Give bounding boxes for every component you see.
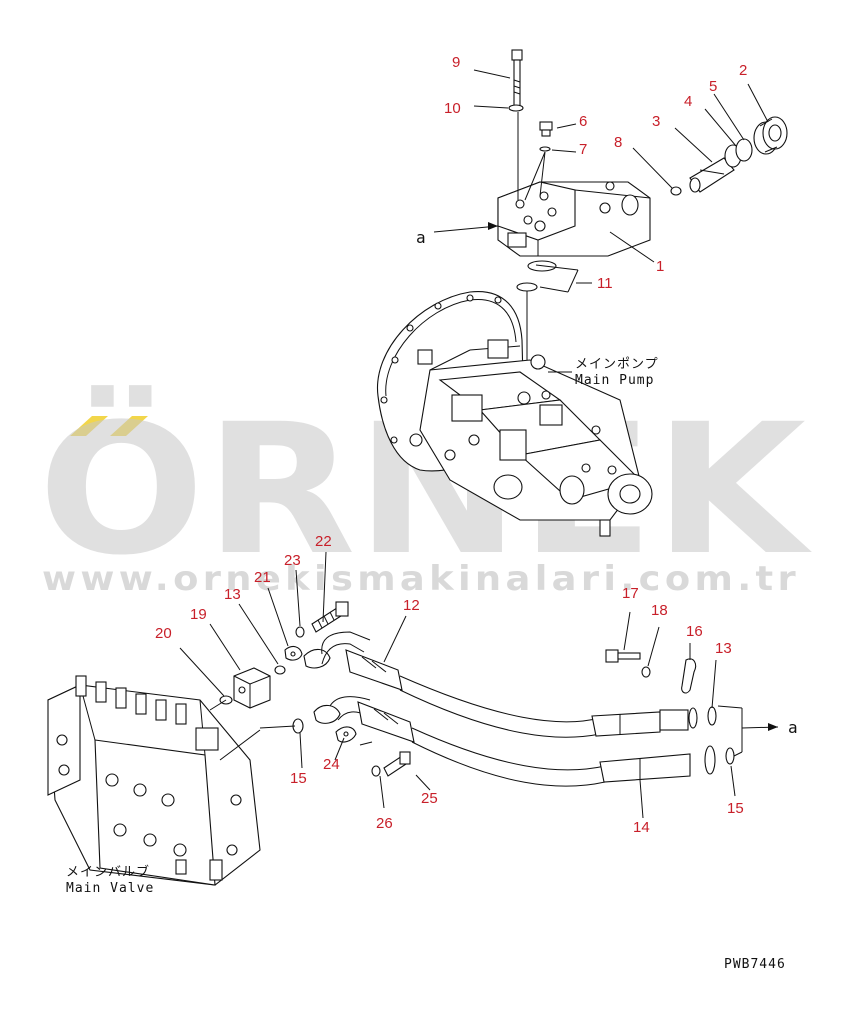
callout-19: 19 (190, 606, 207, 623)
callout-4: 4 (684, 93, 692, 110)
watermark-accent-left (70, 416, 108, 436)
arrow-label-a-top: a (416, 228, 427, 247)
callout-6: 6 (579, 113, 587, 130)
callout-25: 25 (421, 790, 438, 807)
callout-5: 5 (709, 78, 717, 95)
callout-numbers: 9 10 6 7 8 3 4 5 2 1 11 22 23 21 13 19 2… (155, 54, 747, 836)
main-pump-label: メインポンプ Main Pump (548, 357, 659, 388)
bolt-25 (383, 751, 411, 777)
arrow-a-right: a (741, 718, 799, 737)
callout-9: 9 (452, 54, 460, 71)
cap-2 (753, 116, 788, 155)
main-valve-label-jp: メインバルブ (66, 864, 150, 880)
pump-valve-block (497, 181, 651, 257)
callout-20: 20 (155, 625, 172, 642)
clamp-16 (681, 658, 697, 694)
watermark-url: www.ornekismakinalari.com.tr (42, 559, 800, 599)
callout-12: 12 (403, 597, 420, 614)
callout-21: 21 (254, 569, 271, 586)
ring-5 (735, 138, 753, 162)
main-valve-label-en: Main Valve (66, 881, 154, 896)
oring-13a (274, 665, 286, 675)
arrow-label-a-right: a (788, 718, 799, 737)
callout-13a: 13 (224, 586, 241, 603)
main-valve (47, 675, 261, 886)
washer-18 (641, 666, 651, 678)
bolt-9 (511, 49, 523, 111)
callout-10: 10 (444, 100, 461, 117)
callout-22: 22 (315, 533, 332, 550)
callout-26: 26 (376, 815, 393, 832)
callout-11: 11 (597, 275, 613, 292)
main-pump-label-jp: メインポンプ (575, 357, 659, 372)
drawing-code: PWB7446 (724, 957, 786, 972)
callout-15b: 15 (727, 800, 744, 817)
washer-26 (371, 765, 381, 777)
main-pump-label-en: Main Pump (575, 373, 654, 388)
block-19 (233, 667, 271, 709)
washer-23 (295, 626, 305, 638)
clamp-21 (284, 645, 303, 661)
bolt-22 (311, 601, 349, 633)
callout-3: 3 (652, 113, 660, 130)
watermark-accent-right (110, 416, 148, 436)
filter-3 (689, 157, 735, 193)
callout-16: 16 (686, 623, 703, 640)
plug-6 (539, 121, 553, 137)
callout-7: 7 (579, 141, 587, 158)
hose-14 (313, 696, 735, 787)
main-valve-label: メインバルブ Main Valve (66, 864, 154, 896)
oring-7 (539, 146, 551, 152)
callout-23: 23 (284, 552, 301, 569)
main-pump (377, 291, 653, 537)
callout-1: 1 (656, 258, 664, 275)
callout-2: 2 (739, 62, 747, 79)
callout-15a: 15 (290, 770, 307, 787)
washer-10 (508, 104, 524, 112)
oring-8 (670, 186, 682, 196)
callout-24: 24 (323, 756, 340, 773)
bolt-17 (605, 649, 641, 663)
callout-13b: 13 (715, 640, 732, 657)
arrow-a-top: a (416, 222, 499, 247)
callout-17: 17 (622, 585, 639, 602)
callout-8: 8 (614, 134, 622, 151)
callout-14: 14 (633, 819, 650, 836)
leader-lines-bottom (179, 551, 743, 819)
clamp-24 (335, 726, 357, 743)
hose-12 (303, 631, 717, 738)
callout-18: 18 (651, 602, 668, 619)
